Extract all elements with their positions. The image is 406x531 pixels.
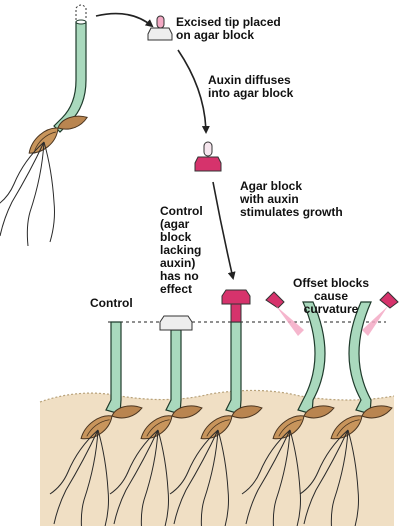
removed-tip-outline: [75, 4, 87, 20]
seed: [200, 405, 263, 440]
soil-bed: [40, 390, 394, 526]
seedling-control: [49, 321, 143, 531]
auxin-gradient: [362, 306, 388, 336]
root-strand: [330, 429, 349, 531]
seed-husk-back: [57, 115, 88, 130]
root-strand: [169, 429, 219, 495]
seed-husk-back: [171, 405, 203, 419]
coleoptile-stem: [348, 301, 372, 415]
seedling-offset-right: [299, 291, 399, 531]
agar-block-plain: [159, 315, 193, 331]
seed: [28, 115, 88, 154]
arrow-diffuse-to-block: [212, 181, 236, 280]
offset-agar-block: [265, 291, 285, 309]
roots: [169, 429, 229, 531]
offset-agar-block: [379, 291, 399, 309]
seed-vein: [86, 419, 110, 437]
roots: [49, 429, 109, 531]
root-strand: [97, 429, 109, 531]
root-strand: [289, 429, 301, 531]
seed-vein: [34, 131, 56, 151]
seed-husk-back: [231, 405, 263, 419]
root-strand: [245, 429, 291, 525]
root-strand: [53, 429, 99, 525]
root-strand: [140, 429, 159, 531]
root-strand: [0, 141, 45, 204]
seedling-offset-left: [241, 291, 335, 531]
root-strand: [272, 429, 291, 531]
root-strand: [43, 141, 55, 243]
agar-block-auxin: [194, 156, 222, 172]
cut-surface: [75, 19, 87, 25]
root-strand: [299, 429, 349, 495]
root-strand: [303, 429, 349, 525]
seed-vein: [146, 419, 170, 437]
soil-surface: [39, 389, 395, 403]
seed: [330, 405, 393, 440]
root-strand: [347, 429, 359, 531]
roots: [241, 429, 301, 531]
seed-vein: [206, 419, 230, 437]
arrow-tip-to-block: [95, 12, 154, 28]
root-strand: [109, 429, 159, 495]
stem: [348, 301, 372, 415]
roots: [299, 429, 359, 531]
root-strand: [157, 429, 169, 531]
root-strand: [173, 429, 219, 525]
agar-block-plain: [147, 27, 173, 41]
auxin-diffusing-block: [194, 141, 222, 172]
seed-husk: [28, 127, 59, 154]
seed: [80, 405, 143, 440]
agar-block-auxin: [221, 289, 251, 305]
root-strand: [80, 429, 99, 531]
root-strand: [0, 141, 45, 237]
roots: [109, 429, 169, 531]
label-control: Control: [90, 296, 133, 310]
seed-husk-back: [111, 405, 143, 419]
auxin-gradient: [276, 306, 304, 336]
arrow-block-to-diffuse: [177, 49, 210, 134]
excised-tip-on-agar: [147, 15, 173, 41]
root-strand: [113, 429, 159, 525]
root-strand: [217, 429, 229, 531]
auxin-column: [230, 303, 242, 323]
seed-husk-back: [303, 405, 335, 419]
excised-tip: [156, 15, 165, 29]
seed: [140, 405, 203, 440]
seed: [272, 405, 335, 440]
seed-vein: [336, 419, 360, 437]
seedling-plain-agar: [109, 315, 203, 531]
seedling-tip-removed: [0, 4, 88, 247]
root-strand: [26, 141, 45, 247]
seed-husk-back: [361, 405, 393, 419]
seed-vein: [278, 419, 302, 437]
root-strand: [241, 429, 291, 495]
root-strand: [49, 429, 99, 495]
root-strand: [200, 429, 219, 531]
tip-on-block: [203, 141, 213, 157]
roots: [0, 141, 55, 247]
coleoptile-stem: [53, 21, 87, 133]
seedling-auxin-agar: [169, 289, 263, 531]
